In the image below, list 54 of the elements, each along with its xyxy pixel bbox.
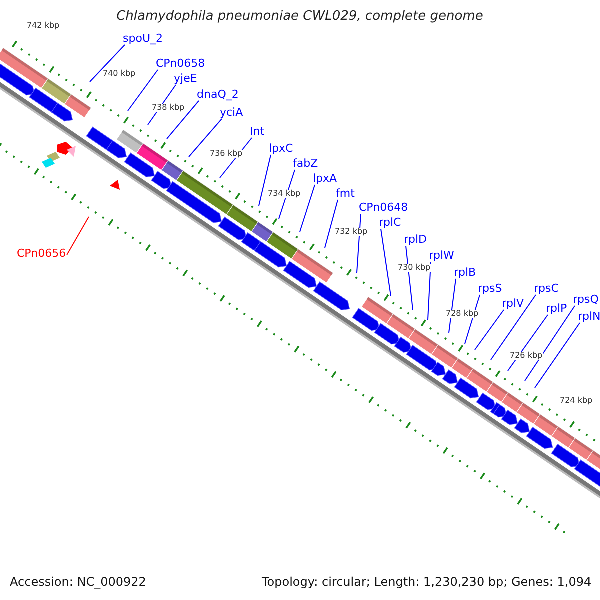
footer-text: Accession: NC_000922 [10,576,146,588]
leader-line [278,170,296,220]
footer-text: Topology: circular; Length: 1,230,230 bp; Genes: 1,094 [262,576,592,588]
scale-label: 738 kbp [152,104,185,112]
gene-label: dnaQ_2 [197,89,239,100]
gene-label: rplD [404,234,428,245]
leader-line [356,214,362,274]
leader-line [490,294,536,360]
leader-line [188,118,222,158]
leader-line [406,246,414,310]
leader-line [300,184,316,232]
gene-label: rplP [546,303,568,314]
leader-line [324,200,338,248]
leader-line [534,322,580,388]
scale-label: 728 kbp [446,310,479,318]
gene-label: lpxA [313,173,338,184]
gene-label: fabZ [293,158,318,169]
gene-label: rplW [429,250,454,261]
gene-label: yjeE [174,73,198,84]
scale-label: 726 kbp [510,352,543,360]
gene-label: spoU_2 [123,33,163,44]
scale-label: 740 kbp [103,70,136,78]
gene-label: rplN [578,311,600,322]
leader-line [258,154,272,206]
gene-label: CPn0648 [359,202,408,213]
leader-line [90,44,126,82]
leader-line [524,306,576,382]
gene-label: fmt [336,188,355,199]
leader-line [380,228,392,296]
gene-label: CPn0658 [156,58,206,69]
gene-label: rpsS [478,283,502,294]
leader-line [508,314,548,372]
leader-line [66,216,90,256]
gene-label: rpsC [534,283,559,294]
gene-label: Int [250,126,265,137]
scale-label: 732 kbp [335,228,368,236]
gene-label: rplV [502,298,524,309]
gene-label: lpxC [269,143,294,154]
gene-label: rpsQ [573,294,599,305]
gene-label: rplC [379,217,402,228]
leader-line [448,278,456,334]
leader-line [474,310,504,350]
scale-label: 730 kbp [398,264,431,272]
scale-label: 734 kbp [268,190,301,198]
leader-line [166,100,200,140]
leader-line [428,262,432,320]
leader-line [128,70,158,112]
gene-label: CPn0656 [17,248,66,259]
scale-label: 724 kbp [560,397,593,405]
scale-label: 736 kbp [210,150,243,158]
scale-label: 742 kbp [27,22,60,30]
title: Chlamydophila pneumoniae CWL029, complete genome [116,10,484,23]
gene-label: rplB [454,267,476,278]
gene-label: yciA [220,107,244,118]
